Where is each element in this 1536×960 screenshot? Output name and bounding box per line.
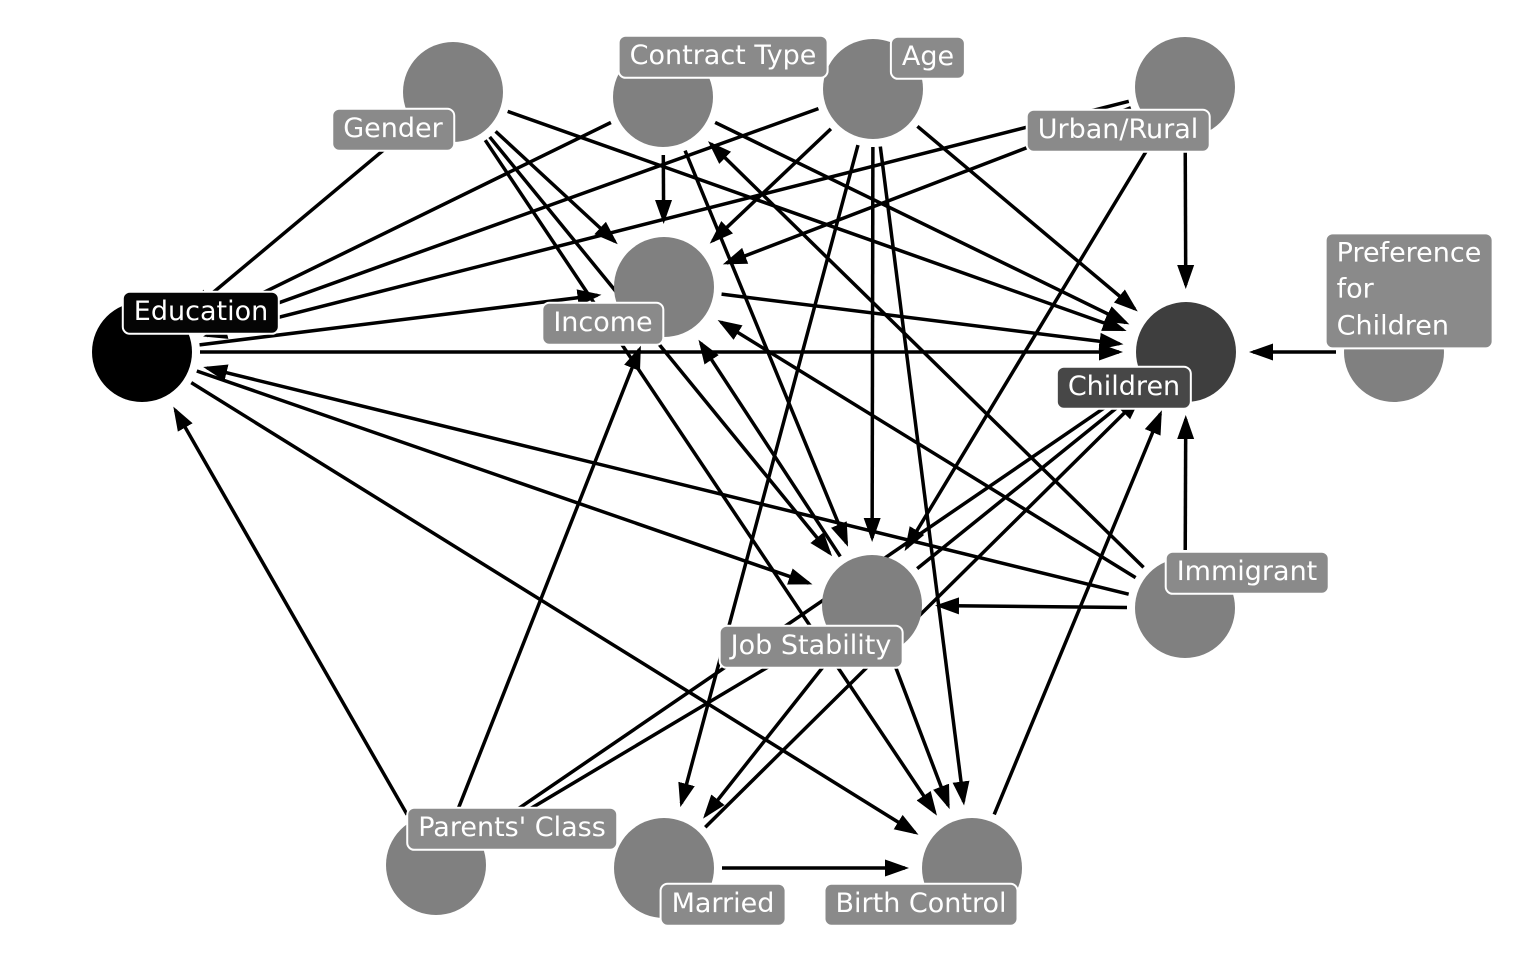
edge-contract-children — [714, 120, 1130, 325]
edge-birth-children — [992, 410, 1162, 816]
label-urban: Urban/Rural — [1025, 108, 1211, 154]
label-children: Children — [1055, 365, 1193, 411]
edge-age-children — [916, 124, 1138, 312]
label-immigrant: Immigrant — [1164, 550, 1330, 596]
edge-contract-job — [683, 149, 849, 547]
edge-layer — [173, 99, 1336, 877]
label-income: Income — [541, 301, 665, 347]
edge-job-birth — [890, 658, 950, 810]
edge-urban-education — [203, 99, 1130, 339]
label-preference: Preference for Children — [1324, 232, 1494, 350]
edge-age-birth — [878, 146, 970, 806]
edge-job-income — [698, 339, 842, 558]
edge-parents-education — [173, 406, 409, 816]
edge-urban-job — [904, 135, 1157, 552]
edge-parents-children — [482, 387, 1135, 834]
edge-immigrant-children — [1177, 414, 1195, 551]
edge-married-children — [704, 396, 1142, 829]
edge-job-children — [916, 391, 1137, 570]
edge-parents-job — [484, 637, 818, 837]
edge-income-children — [721, 292, 1124, 350]
edge-immigrant-income — [717, 320, 1137, 580]
label-married: Married — [659, 882, 787, 928]
edge-education-income — [199, 289, 602, 347]
label-job: Job Stability — [718, 624, 904, 670]
edge-immigrant-education — [203, 364, 1130, 596]
edge-gender-income — [494, 130, 618, 245]
edge-urban-children — [1177, 144, 1195, 290]
label-age: Age — [889, 35, 967, 81]
edge-education-job — [196, 369, 813, 585]
edge-gender-children — [507, 109, 1127, 332]
edge-contract-education — [198, 120, 612, 325]
edge-job-married — [703, 649, 838, 819]
label-parents: Parents' Class — [406, 806, 618, 852]
edge-age-married — [678, 144, 860, 808]
edge-parents-income — [455, 345, 642, 812]
label-birth: Birth Control — [823, 882, 1019, 928]
label-contract: Contract Type — [617, 34, 829, 80]
edge-gender-birth — [483, 139, 937, 816]
label-gender: Gender — [331, 107, 455, 153]
edge-gender-education — [190, 127, 410, 312]
edge-education-birth — [190, 381, 919, 835]
edge-immigrant-job — [934, 597, 1128, 615]
edge-age-job — [863, 146, 881, 543]
label-education: Education — [121, 290, 281, 336]
edge-age-income — [709, 127, 833, 244]
edge-immigrant-contract — [708, 141, 1145, 569]
